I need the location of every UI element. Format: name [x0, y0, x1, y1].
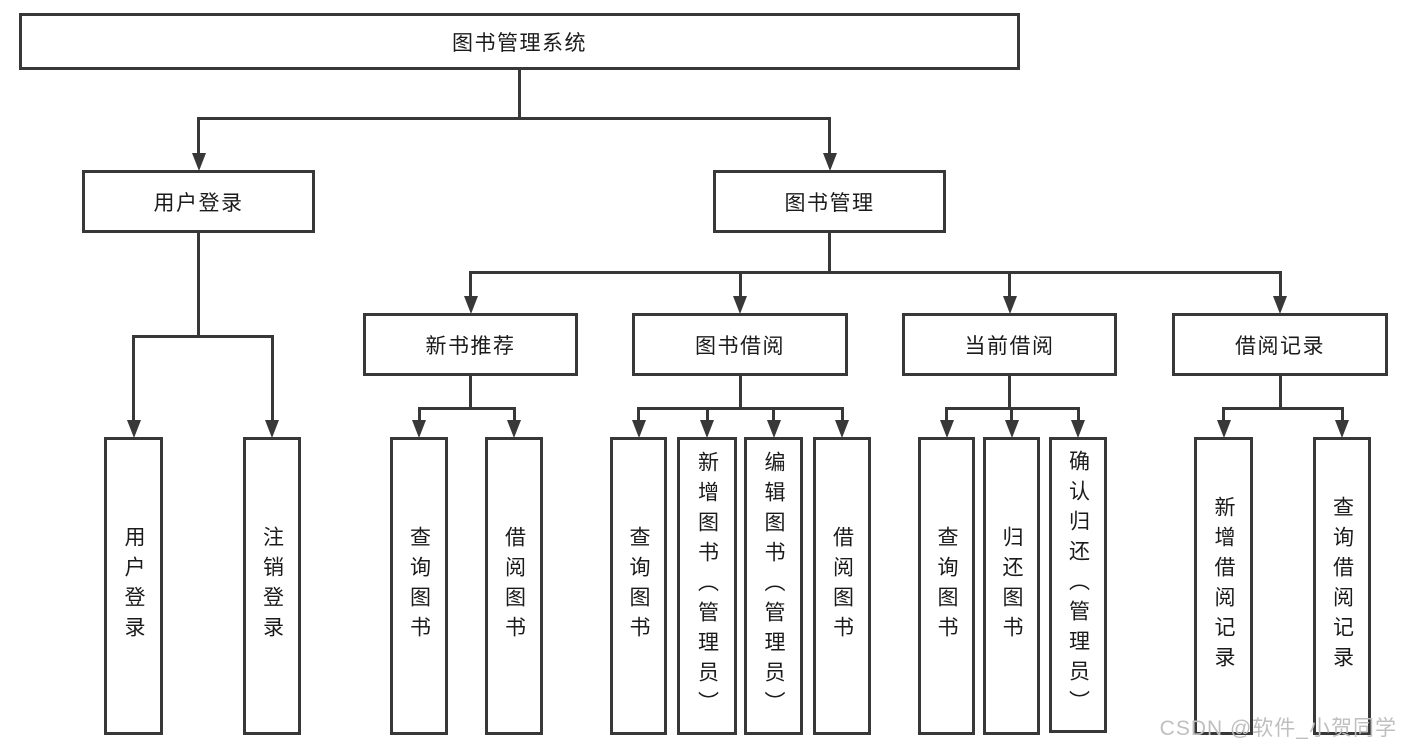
node-bb-borrow-book: 借阅图书 [813, 437, 871, 735]
node-borrow-records: 借阅记录 [1172, 313, 1388, 376]
arrowhead [1273, 296, 1287, 314]
connector-line-vertical [1076, 408, 1080, 423]
node-new-book-rec: 新书推荐 [363, 313, 578, 376]
connector-line-vertical [772, 408, 775, 423]
arrowhead [835, 420, 849, 438]
connector-line-vertical [518, 69, 521, 118]
arrowhead [700, 420, 714, 438]
connector-line-vertical [1340, 408, 1344, 423]
connector-line-vertical [469, 272, 472, 299]
connector-line-vertical [945, 408, 948, 423]
node-rec-query-book: 查询图书 [390, 437, 448, 735]
node-login: 用户登录 [104, 437, 163, 735]
connector-line-vertical [1222, 408, 1225, 423]
node-br-query-record: 查询借阅记录 [1313, 437, 1371, 735]
connector-line-vertical [1278, 272, 1282, 299]
node-rec-borrow-book: 借阅图书 [485, 437, 543, 735]
connector-line-vertical [1010, 408, 1013, 423]
arrowhead [412, 420, 426, 438]
connector-line-vertical [705, 408, 709, 423]
arrowhead [126, 420, 141, 438]
node-bb-edit-book: 编辑图书（管理员） [744, 437, 803, 735]
connector-line-vertical [1008, 375, 1011, 408]
node-cb-query-book: 查询图书 [918, 437, 975, 735]
connector-line-vertical [840, 408, 844, 423]
connector-line-vertical [637, 408, 640, 423]
connector-line-vertical [270, 336, 274, 423]
connector-line-vertical [512, 408, 516, 423]
arrowhead [1335, 420, 1349, 438]
node-cb-confirm-return: 确认归还（管理员） [1049, 437, 1107, 733]
arrowhead [463, 296, 478, 314]
connector-line-vertical [828, 232, 831, 272]
node-current-borrow: 当前借阅 [902, 313, 1117, 376]
watermark-text: CSDN @软件_小贺同学 [1159, 717, 1397, 740]
arrowhead [939, 420, 954, 438]
arrowhead [766, 420, 781, 438]
connector-line-horizontal [469, 270, 1282, 274]
connector-line-vertical [417, 408, 421, 423]
connector-line-horizontal [1222, 406, 1344, 410]
node-bb-add-book: 新增图书（管理员） [677, 437, 737, 735]
arrowhead [265, 420, 279, 438]
arrowhead [733, 296, 747, 314]
arrowhead [822, 153, 837, 171]
connector-line-horizontal [417, 406, 516, 410]
connector-line-vertical [1278, 375, 1282, 408]
node-cb-return-book: 归还图书 [983, 437, 1040, 735]
connector-line-vertical [469, 375, 472, 408]
node-root: 图书管理系统 [19, 13, 1020, 70]
arrowhead [1002, 296, 1017, 314]
arrowhead [1004, 420, 1019, 438]
node-book-borrow: 图书借阅 [632, 313, 848, 376]
arrowhead [631, 420, 646, 438]
node-logout: 注销登录 [243, 437, 301, 735]
connector-line-vertical [738, 375, 742, 408]
arrowhead [1216, 420, 1231, 438]
connector-line-horizontal [197, 116, 831, 120]
node-bb-query-book: 查询图书 [610, 437, 667, 735]
node-br-add-record: 新增借阅记录 [1194, 437, 1253, 735]
arrowhead [507, 420, 521, 438]
arrowhead [191, 153, 206, 171]
connector-line-vertical [197, 118, 200, 156]
connector-line-vertical [1008, 272, 1011, 299]
connector-line-vertical [738, 272, 742, 299]
connector-line-vertical [132, 336, 135, 423]
node-user-login: 用户登录 [82, 170, 315, 233]
connector-line-vertical [197, 232, 200, 336]
connector-line-horizontal [637, 406, 844, 410]
connector-line-vertical [828, 118, 831, 156]
node-book-mgmt: 图书管理 [713, 170, 946, 233]
arrowhead [1071, 420, 1085, 438]
connector-line-horizontal [132, 334, 274, 338]
